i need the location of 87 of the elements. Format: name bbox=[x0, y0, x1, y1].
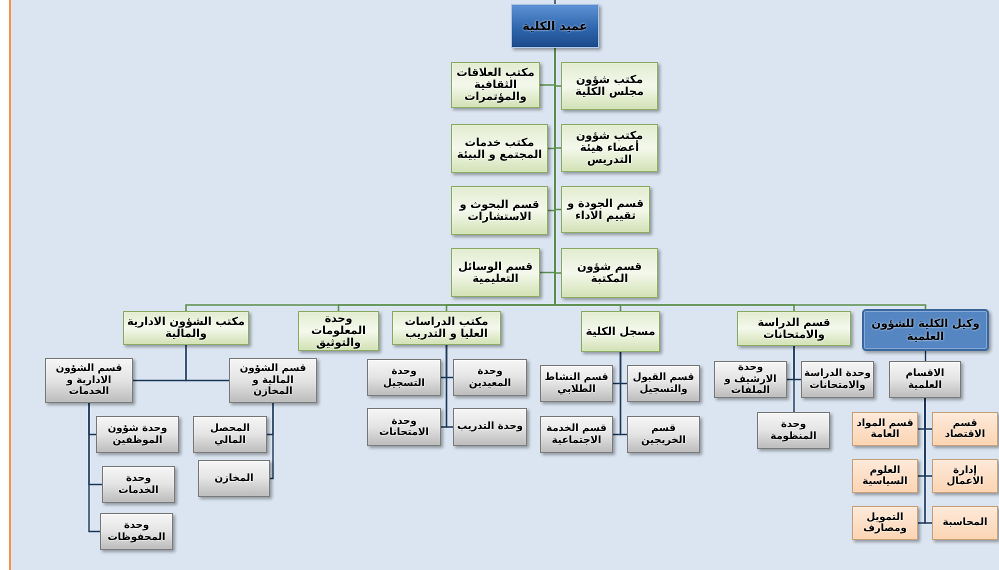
org-unit-box bbox=[852, 459, 918, 493]
org-unit-box bbox=[737, 311, 851, 346]
org-unit-box bbox=[627, 365, 700, 402]
connector-line bbox=[918, 398, 926, 524]
unit-title: المحصل المالي bbox=[209, 423, 251, 446]
unit-title: العلوم السياسية bbox=[861, 464, 909, 488]
org-unit-box bbox=[852, 506, 918, 540]
org-unit-box bbox=[561, 186, 650, 233]
unit-title: وحدة التدريب bbox=[457, 421, 523, 433]
org-unit-box bbox=[453, 408, 527, 446]
unit-title: وحدة المعيدين bbox=[468, 366, 512, 389]
unit-title: قسم الشؤون الادارية و الخدمات bbox=[54, 363, 124, 398]
unit-title: إدارة الاعمال bbox=[946, 464, 984, 488]
connector-line bbox=[441, 345, 448, 428]
org-unit-box bbox=[862, 309, 989, 351]
unit-title: وحدة المعلومات والتوثيق bbox=[310, 313, 367, 349]
unit-title: قسم الجودة و تقييم الاداء bbox=[566, 198, 645, 222]
unit-title: قسم الدراسة والامتحانات bbox=[756, 316, 832, 340]
org-unit-box bbox=[627, 416, 700, 453]
connector-line bbox=[133, 345, 187, 382]
unit-title: مكتب الشؤون الادارية والمالية bbox=[126, 316, 246, 340]
org-unit-box bbox=[298, 311, 379, 351]
org-unit-box bbox=[102, 466, 175, 503]
unit-title: مكتب خدمات المجتمع و البيئة bbox=[456, 136, 544, 160]
org-unit-box bbox=[561, 62, 658, 110]
org-unit-box bbox=[367, 408, 441, 446]
unit-title: عميد الكلية bbox=[522, 19, 588, 33]
org-unit-box bbox=[581, 311, 660, 352]
org-unit-box bbox=[193, 416, 267, 453]
org-unit-box bbox=[229, 358, 317, 403]
unit-title: مكتب شؤون أعضاء هيئة التدريس bbox=[574, 130, 644, 166]
unit-title: قسم الاقتصاد bbox=[944, 418, 986, 440]
unit-title: الاقسام العلمية bbox=[904, 368, 946, 391]
org-unit-box bbox=[561, 248, 658, 298]
unit-title: قسم الشؤون المالية و المخازن bbox=[238, 363, 308, 398]
org-unit-box bbox=[540, 365, 613, 402]
unit-title: قسم النشاط الطلابي bbox=[544, 372, 610, 395]
org-unit-box bbox=[123, 311, 249, 345]
unit-title: وحدة الخدمات bbox=[117, 473, 160, 496]
unit-title: مكتب الدراسات العليا و التدريب bbox=[404, 316, 490, 340]
connector-line bbox=[793, 346, 795, 412]
org-unit-box bbox=[757, 412, 830, 449]
unit-title: المحاسبة bbox=[942, 517, 988, 529]
connector-line bbox=[924, 351, 926, 361]
unit-title: قسم البحوث و الاستشارات bbox=[458, 198, 540, 222]
connector-line bbox=[88, 403, 100, 532]
org-unit-box bbox=[198, 460, 270, 497]
unit-title: قسم الخريجين bbox=[640, 423, 687, 446]
connector-line bbox=[613, 352, 622, 436]
unit-title: وحدة المنظومة bbox=[769, 419, 818, 442]
org-unit-box bbox=[45, 358, 133, 403]
org-unit-box bbox=[511, 4, 599, 48]
connector-line bbox=[270, 403, 274, 480]
unit-title: قسم المواد العامة bbox=[856, 418, 914, 440]
org-unit-box bbox=[392, 311, 501, 345]
org-unit-box bbox=[852, 412, 918, 446]
org-unit-box bbox=[453, 359, 527, 396]
org-unit-box bbox=[932, 412, 998, 446]
org-unit-box bbox=[451, 186, 548, 235]
org-unit-box bbox=[932, 506, 998, 540]
unit-title: مكتب شؤون مجلس الكلية bbox=[574, 74, 645, 98]
org-unit-box bbox=[451, 124, 548, 173]
unit-title: وكيل الكلية للشؤون العلمية bbox=[870, 317, 981, 343]
unit-title: التمويل ومصارف bbox=[862, 512, 908, 534]
unit-title: قسم الخدمة الاجتماعية bbox=[545, 423, 608, 446]
org-unit-box bbox=[561, 124, 658, 172]
unit-title: قسم شؤون المكتبة bbox=[576, 261, 643, 285]
unit-title: وحدة شؤون الموظفين bbox=[106, 423, 168, 446]
org-unit-box bbox=[451, 248, 540, 297]
unit-title: مكتب العلاقات الثقافية والمؤتمرات bbox=[455, 67, 536, 103]
unit-title: وحدة الامتحانات bbox=[378, 416, 430, 438]
org-unit-box bbox=[889, 361, 961, 398]
org-unit-box bbox=[367, 359, 441, 396]
org-unit-box bbox=[714, 361, 787, 398]
unit-title: مسجل الكلية bbox=[586, 326, 656, 338]
unit-title: وحدة التسجيل bbox=[382, 366, 426, 389]
org-unit-box bbox=[540, 416, 613, 453]
unit-title: قسم القبول والتسجيل bbox=[632, 372, 696, 395]
org-unit-box bbox=[96, 416, 179, 453]
unit-title: وحدة الارشيف و الملفات bbox=[723, 362, 778, 397]
unit-title: المخازن bbox=[214, 472, 254, 484]
org-unit-box bbox=[801, 361, 874, 398]
unit-title: وحدة المحفوظات bbox=[106, 520, 166, 543]
org-unit-box bbox=[932, 459, 998, 493]
org-unit-box bbox=[100, 513, 173, 550]
unit-title: قسم الوسائل التعليمية bbox=[457, 260, 534, 284]
unit-title: وحدة الدراسة والامتحانات bbox=[804, 368, 871, 391]
